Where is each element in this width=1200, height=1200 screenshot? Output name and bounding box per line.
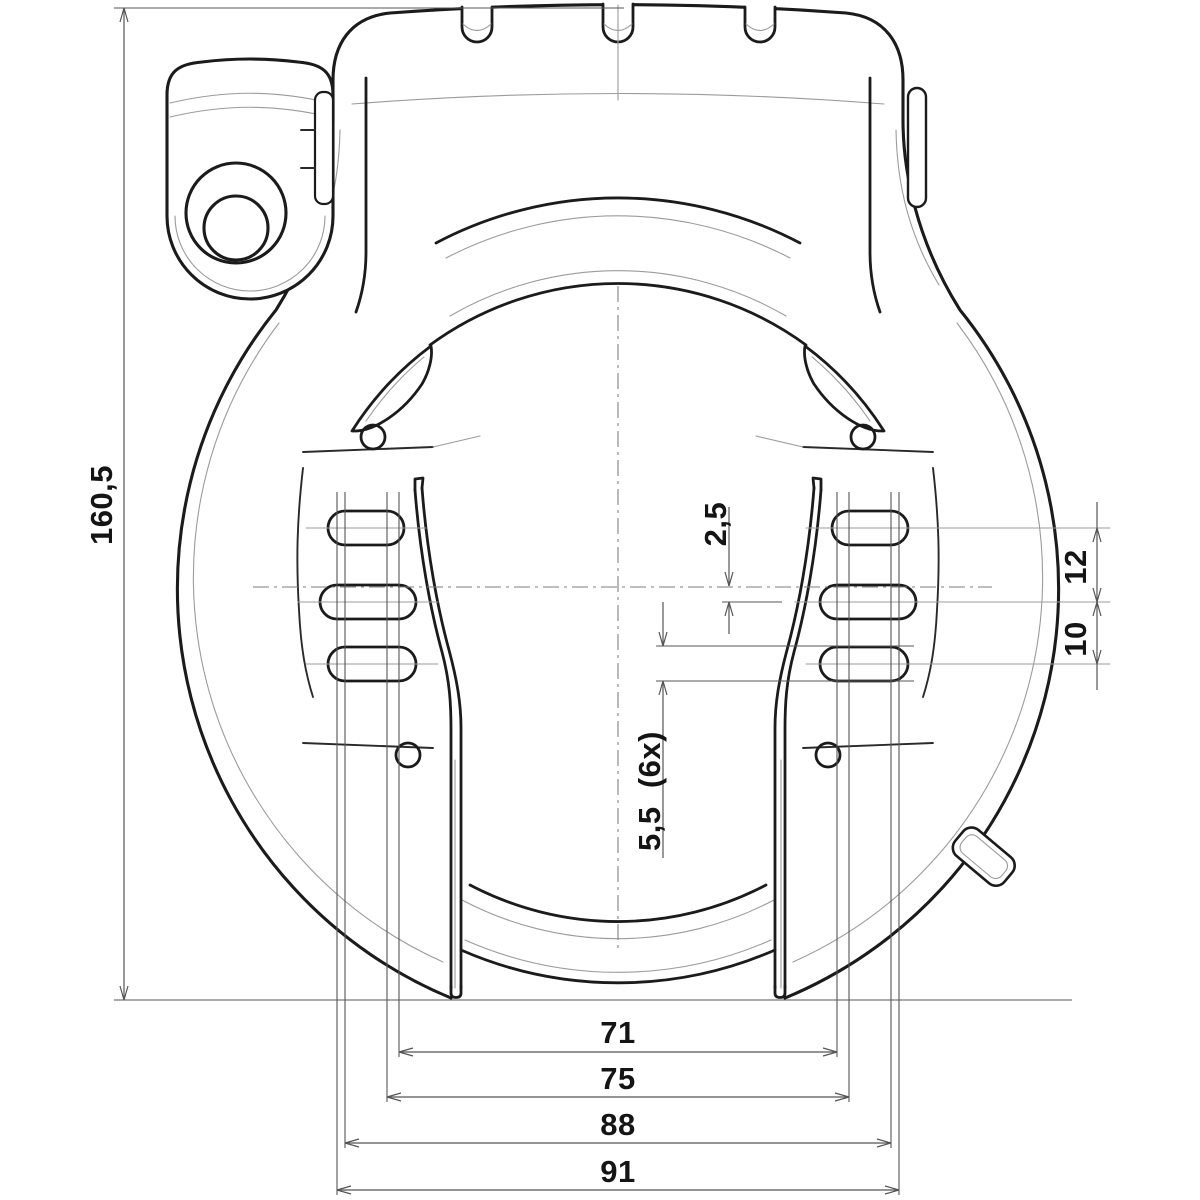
key-ring-outer [184,161,288,265]
dim-label-overall-height: 160,5 [84,465,119,545]
guide-rails-and-legs [413,476,823,999]
dim-label-row-gap-lower: 10 [1058,621,1093,656]
right-top-tab [906,86,928,209]
dim-label-slot-width: 5,5 (6x) [632,731,667,851]
dim-label-width-75: 75 [600,1061,635,1096]
top-rib-nubs [460,1,777,44]
right-bottom-clip-inner [959,834,1009,880]
cylinder-hinge-strip [313,90,335,206]
dim-label-width-91: 91 [600,1154,635,1189]
centerlines [253,4,1111,948]
bolt-holes [359,423,877,769]
right-bottom-clip [951,826,1017,888]
dim-label-width-88: 88 [600,1107,635,1142]
dimension-labels: 160,5 2,5 12 10 5,5 (6x) 71 75 88 91 [84,465,1093,1189]
dim-label-row-gap-upper: 12 [1058,549,1093,584]
key-cylinder [165,57,335,301]
dim-label-center-offset: 2,5 [698,502,733,547]
shackle-channel-arcs [428,196,808,985]
side-tabs [906,86,1017,888]
extension-lines [114,7,1072,1195]
dimension-lines [119,7,1102,1195]
key-ring-inner [202,194,270,262]
guide-flaps [350,344,886,433]
mounting-plates [296,435,940,749]
dim-label-width-71: 71 [600,1015,635,1050]
